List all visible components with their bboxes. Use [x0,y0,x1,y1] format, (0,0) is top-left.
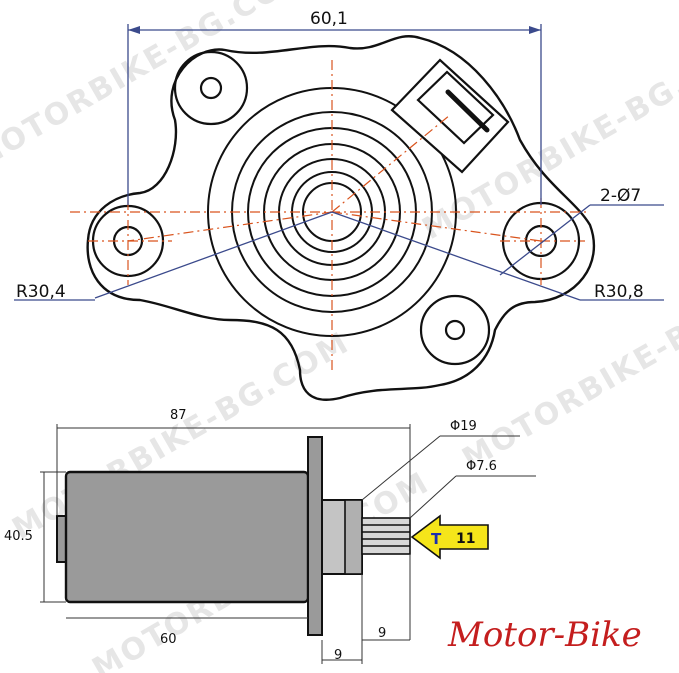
teeth-arrow [410,514,489,560]
radius-left-label: R30,4 [16,282,66,302]
top-arrowheads [128,26,541,34]
motor-body [64,470,310,604]
teeth-count: 11 [456,531,475,547]
connector-block [390,58,510,174]
overall-length-label: 87 [170,408,187,423]
hole-bottom-right [444,319,466,341]
centerline-diag-left [127,211,333,242]
centerlines [70,60,590,370]
flange-width-label: 9 [378,626,386,641]
shaft-diameter-leader [409,475,457,519]
hub-diameter-label: Φ19 [450,419,477,434]
top-view: 60,1 R30,4 R30,8 2-Ø7 [14,9,664,401]
side-dimensions [40,424,536,664]
teeth-indicator: T 11 [410,514,489,560]
shaft-diameter-label: Φ7.6 [466,459,497,474]
shaft-body [361,517,411,555]
brand-label: Motor-Bike [447,615,642,655]
boss-bottom-right [419,294,491,366]
holes-label: 2-Ø7 [600,186,641,206]
radius-left-leader [94,211,333,299]
radius-right-label: R30,8 [594,282,644,302]
hub-ring [344,499,363,575]
holes-leader [499,204,591,276]
watermark-4: MOTORBIKE-BG.COM [457,255,679,477]
teeth-prefix: T [431,530,442,548]
connector-slot [445,89,490,133]
pinion-shaft [361,517,411,555]
mounting-flange [307,436,323,636]
body-length-label: 60 [160,632,177,647]
flange-to-shaft-label: 9 [334,648,342,663]
top-dimensions [14,24,664,301]
arrow-width-left [128,26,140,34]
arrow-width-right [529,26,541,34]
centerline-diag-right [331,211,542,242]
height-label: 40.5 [4,529,33,544]
housing-outline [86,35,596,401]
hole-top-left [199,76,223,100]
connector-outline [390,58,510,174]
side-view: T 11 87 40.5 60 9 9 Φ19 Φ7.6 [4,408,536,664]
width-label: 60,1 [310,9,348,29]
boss-top-left [173,50,249,126]
centerline-diag-connector [331,114,451,213]
radius-right-leader [331,211,581,301]
hub-diameter-leader [361,435,441,501]
watermark-1: MOTORBIKE-BG.COM [0,0,316,177]
connector-inner [416,70,495,145]
